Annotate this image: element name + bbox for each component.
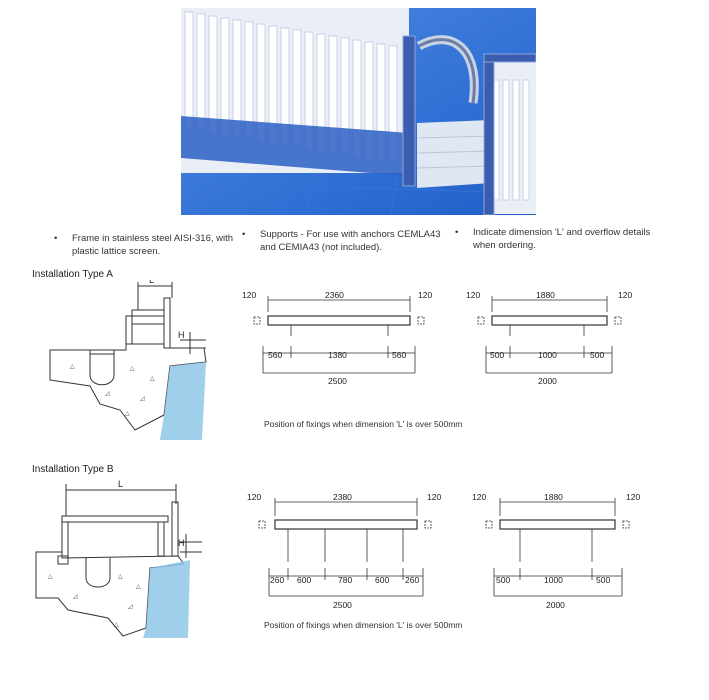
type-b-section-diagram: L H △ ◿ △ ◿ △ △ (35, 479, 202, 638)
dim-left-clear: 120 (472, 492, 486, 502)
dim-seg3: 780 (338, 575, 352, 585)
dim-seg2: 600 (297, 575, 311, 585)
dim-seg1: 500 (490, 350, 504, 360)
dim-right-clear: 120 (427, 492, 441, 502)
bullet-frame: • Frame in stainless steel AISI-316, wit… (54, 232, 242, 258)
svg-text:△: △ (70, 364, 75, 370)
type-a-section-diagram: L H △ ◿ △ ◿ △ △ (49, 280, 207, 440)
dim-seg5: 260 (405, 575, 419, 585)
dim-right-clear: 120 (618, 290, 632, 300)
dim-seg4: 600 (375, 575, 389, 585)
dim-l-label: L (149, 280, 154, 285)
svg-text:◿: ◿ (105, 391, 110, 397)
dim-h-label: H (178, 330, 185, 340)
dim-left-clear: 120 (247, 492, 261, 502)
bullet-text: Indicate dimension 'L' and overflow deta… (473, 227, 651, 238)
type-a-fixing-diagram-2000: 120 1880 120 500 1000 500 2000 (466, 290, 632, 386)
type-a-caption: Position of fixings when dimension 'L' i… (264, 419, 463, 429)
product-photo (180, 8, 537, 216)
dim-seg1: 560 (268, 350, 282, 360)
dim-seg2: 1000 (538, 350, 557, 360)
bullet-dot: • (242, 229, 246, 240)
bullet-text: when ordering. (473, 240, 536, 251)
svg-text:△: △ (48, 574, 53, 580)
type-b-fixing-diagram-2000: 120 1880 120 500 1000 500 2000 (472, 492, 640, 610)
dim-right-clear: 120 (626, 492, 640, 502)
dim-seg2: 1380 (328, 350, 347, 360)
dim-right-clear: 120 (418, 290, 432, 300)
dim-left-clear: 120 (242, 290, 256, 300)
dim-seg3: 500 (590, 350, 604, 360)
installation-type-a-title: Installation Type A (32, 269, 113, 280)
svg-text:△: △ (118, 574, 123, 580)
bullet-text: Supports - For use with anchors CEMLA43 (260, 229, 441, 240)
svg-text:◿: ◿ (140, 396, 145, 402)
svg-text:△: △ (136, 584, 141, 590)
svg-text:△: △ (150, 376, 155, 382)
dim-total: 2500 (333, 600, 352, 610)
dim-seg1: 260 (270, 575, 284, 585)
bullet-text: plastic lattice screen. (72, 246, 161, 257)
dim-h-label: H (178, 538, 185, 548)
dim-top-length: 2360 (325, 290, 344, 300)
bullet-dot: • (455, 227, 459, 238)
dim-seg3: 560 (392, 350, 406, 360)
svg-text:◿: ◿ (73, 594, 78, 600)
type-a-fixing-diagram-2500: 120 2360 120 560 1380 560 2500 (242, 290, 432, 386)
dim-total: 2500 (328, 376, 347, 386)
bullet-text: and CEMIA43 (not included). (260, 242, 382, 253)
dim-top-length: 1880 (536, 290, 555, 300)
dim-l-label: L (118, 479, 123, 489)
dim-top-length: 1880 (544, 492, 563, 502)
dim-seg1: 500 (496, 575, 510, 585)
svg-text:△: △ (130, 366, 135, 372)
type-b-caption: Position of fixings when dimension 'L' i… (264, 620, 463, 630)
dim-total: 2000 (538, 376, 557, 386)
dim-total: 2000 (546, 600, 565, 610)
bullet-dimension: • Indicate dimension 'L' and overflow de… (455, 226, 673, 252)
type-b-fixing-diagram-2500: 120 2380 120 260 600 780 600 260 2500 (247, 492, 441, 610)
svg-text:△: △ (114, 622, 119, 628)
dim-seg3: 500 (596, 575, 610, 585)
bullet-dot: • (54, 233, 58, 244)
bullet-supports: • Supports - For use with anchors CEMLA4… (242, 228, 450, 254)
dim-left-clear: 120 (466, 290, 480, 300)
svg-text:△: △ (125, 411, 130, 417)
svg-text:◿: ◿ (128, 604, 133, 610)
installation-type-b-title: Installation Type B (32, 464, 114, 475)
bullet-text: Frame in stainless steel AISI-316, with (72, 233, 234, 244)
dim-top-length: 2380 (333, 492, 352, 502)
dim-seg2: 1000 (544, 575, 563, 585)
